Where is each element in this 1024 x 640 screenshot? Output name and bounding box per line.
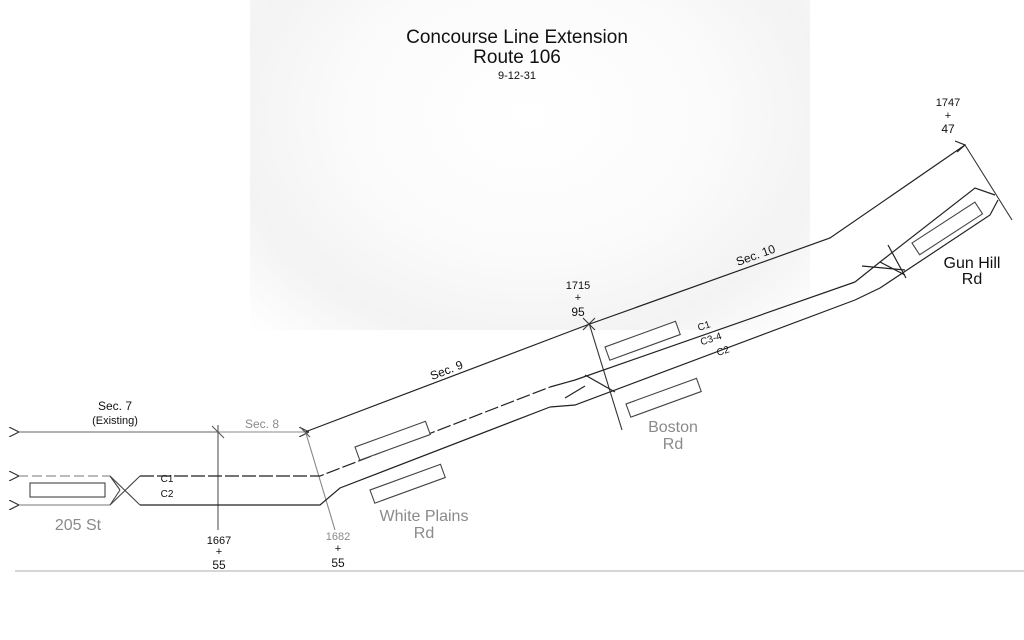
sec7-label: Sec. 7 bbox=[98, 399, 132, 413]
gun-hill-crossover-a bbox=[861, 265, 906, 271]
mark-1682-value: 1682 bbox=[326, 531, 350, 543]
mark-1667-offset: 55 bbox=[212, 558, 226, 572]
track-label-c34-east: C3-4 bbox=[699, 331, 723, 348]
crossover-205-b bbox=[109, 475, 141, 506]
station-line-1682 bbox=[304, 429, 336, 531]
mark-1715-plus: + bbox=[575, 292, 581, 304]
boston-switch bbox=[564, 385, 586, 399]
station-white-plains-line1: White Plains bbox=[380, 508, 469, 525]
title-line1: Concourse Line Extension bbox=[406, 27, 628, 48]
track-label-c2-east: C2 bbox=[715, 344, 731, 359]
mark-1747-offset: 47 bbox=[941, 122, 955, 136]
mark-1682-offset: 55 bbox=[331, 556, 345, 570]
station-gun-hill-line2: Rd bbox=[962, 271, 982, 288]
track-c1-mid bbox=[549, 281, 856, 388]
crossover-205-c bbox=[109, 475, 121, 491]
sec9-10-dimension-line bbox=[304, 144, 966, 433]
station-boston-line2: Rd bbox=[663, 436, 683, 453]
track-label-c1-west: C1 bbox=[161, 474, 174, 485]
station-line-1747 bbox=[964, 144, 1013, 221]
track-c1-lower bbox=[140, 386, 551, 477]
station-gun-hill-line1: Gun Hill bbox=[944, 255, 1001, 272]
mark-1715-value: 1715 bbox=[566, 280, 590, 292]
station-205st: 205 St bbox=[55, 517, 102, 534]
sec8-label: Sec. 8 bbox=[245, 417, 279, 431]
sec9-label: Sec. 9 bbox=[428, 358, 465, 383]
boston-crossover bbox=[584, 374, 616, 393]
platform-white-plains-north bbox=[354, 420, 431, 461]
platform-205st bbox=[29, 482, 106, 498]
mark-1747-value: 1747 bbox=[936, 97, 960, 109]
gun-hill-crossover-c bbox=[887, 244, 907, 279]
station-white-plains-line2: Rd bbox=[414, 525, 434, 542]
track-c2-lower bbox=[140, 406, 551, 506]
track-label-c1-east: C1 bbox=[696, 319, 712, 334]
station-tick-1715b bbox=[582, 317, 596, 331]
track-c2-east bbox=[854, 199, 999, 301]
gun-hill-crossover-b bbox=[879, 261, 906, 276]
platform-boston-north bbox=[604, 320, 681, 361]
platform-white-plains-south bbox=[369, 463, 446, 504]
crossover-205-d bbox=[109, 489, 121, 506]
platform-boston-south bbox=[625, 377, 702, 418]
mark-1682-plus: + bbox=[335, 543, 341, 555]
mark-1667-value: 1667 bbox=[207, 535, 231, 547]
station-boston-line1: Boston bbox=[648, 419, 698, 436]
track-label-c2-west: C2 bbox=[161, 489, 174, 500]
station-line-1715 bbox=[588, 322, 623, 431]
mark-1667-plus: + bbox=[216, 546, 222, 558]
sec7-note: (Existing) bbox=[92, 415, 138, 427]
station-tick-1667 bbox=[211, 425, 225, 439]
title-date: 9-12-31 bbox=[498, 70, 536, 82]
station-tick-1682 bbox=[299, 426, 311, 438]
platform-gun-hill bbox=[911, 201, 984, 256]
mark-1747-plus: + bbox=[945, 110, 951, 122]
track-c2-mid bbox=[549, 299, 856, 408]
mark-1715-offset: 95 bbox=[571, 305, 585, 319]
track-c1-east bbox=[854, 187, 996, 283]
title-line2: Route 106 bbox=[473, 47, 561, 68]
